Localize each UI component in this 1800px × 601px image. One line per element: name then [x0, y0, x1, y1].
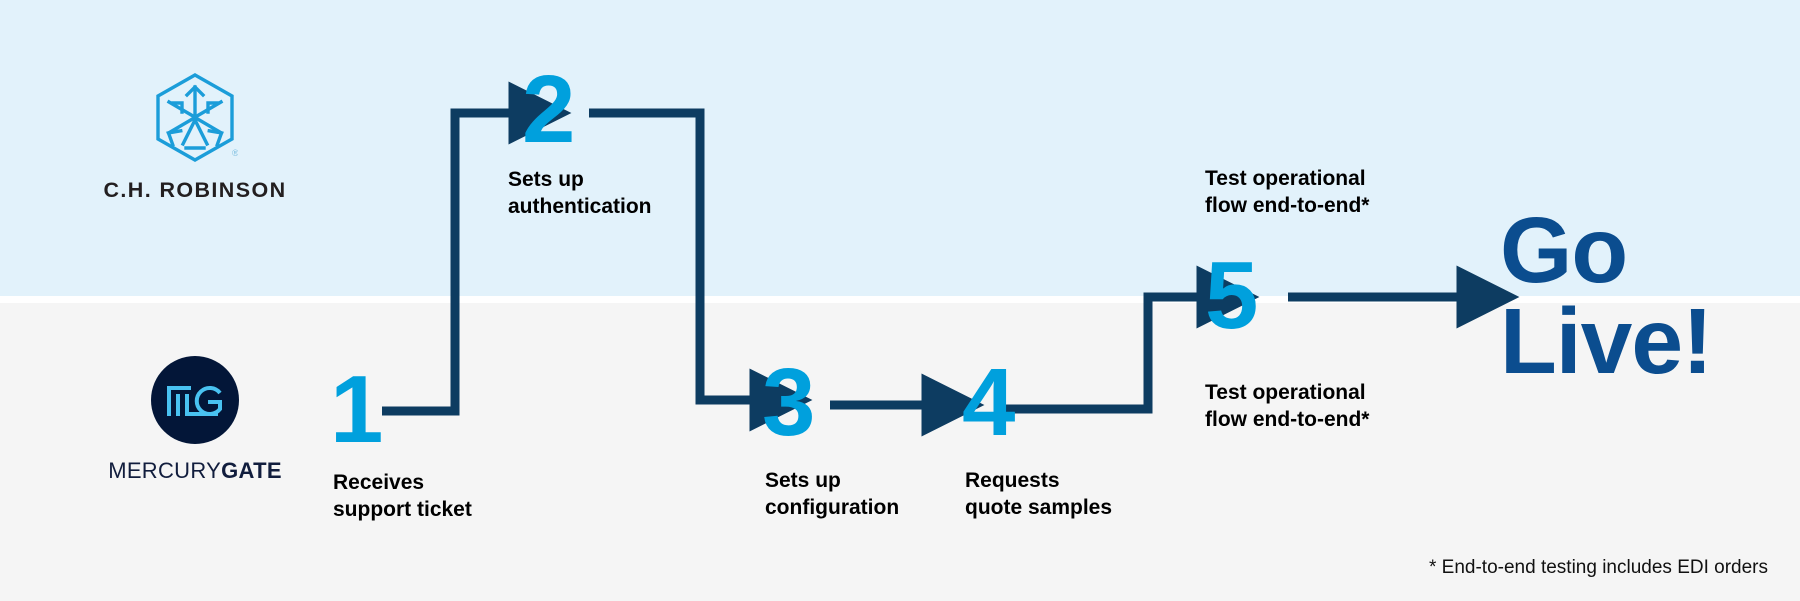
mercurygate-wordmark-bold: GATE	[221, 458, 282, 483]
step-5-caption-top: Test operational flow end-to-end*	[1205, 167, 1370, 217]
mercurygate-wordmark: MERCURYGATE	[100, 458, 290, 484]
step-3-caption: Sets up configuration	[765, 469, 900, 519]
step-5-caption-bottom: Test operational flow end-to-end*	[1205, 381, 1370, 431]
hexagon-arrows-icon: ®	[156, 73, 238, 162]
step-1-caption: Receives support ticket	[333, 471, 472, 521]
lane-band-top	[0, 0, 1800, 296]
logo-mercurygate: MERCURYGATE	[100, 356, 290, 484]
svg-text:®: ®	[232, 148, 238, 158]
lane-band-bottom	[0, 303, 1800, 601]
lane-band-divider	[0, 296, 1800, 303]
step-3-number: 3	[762, 349, 816, 456]
footnote-text: * End-to-end testing includes EDI orders	[1428, 557, 1768, 578]
step-2-caption: Sets up authentication	[508, 168, 652, 218]
ch-robinson-wordmark: C.H. ROBINSON	[103, 178, 287, 202]
mg-monogram-icon	[167, 386, 222, 416]
step-4-caption: Requests quote samples	[965, 469, 1113, 519]
mercurygate-wordmark-light: MERCURY	[108, 458, 222, 483]
step-5-number: 5	[1205, 242, 1259, 349]
go-live-label: Go Live!	[1500, 198, 1713, 394]
mercurygate-badge	[151, 356, 239, 444]
logo-ch-robinson: ® C.H. ROBINSON	[100, 72, 290, 203]
step-1-number: 1	[330, 356, 384, 463]
step-2-number: 2	[522, 56, 576, 163]
step-4-number: 4	[962, 349, 1016, 456]
